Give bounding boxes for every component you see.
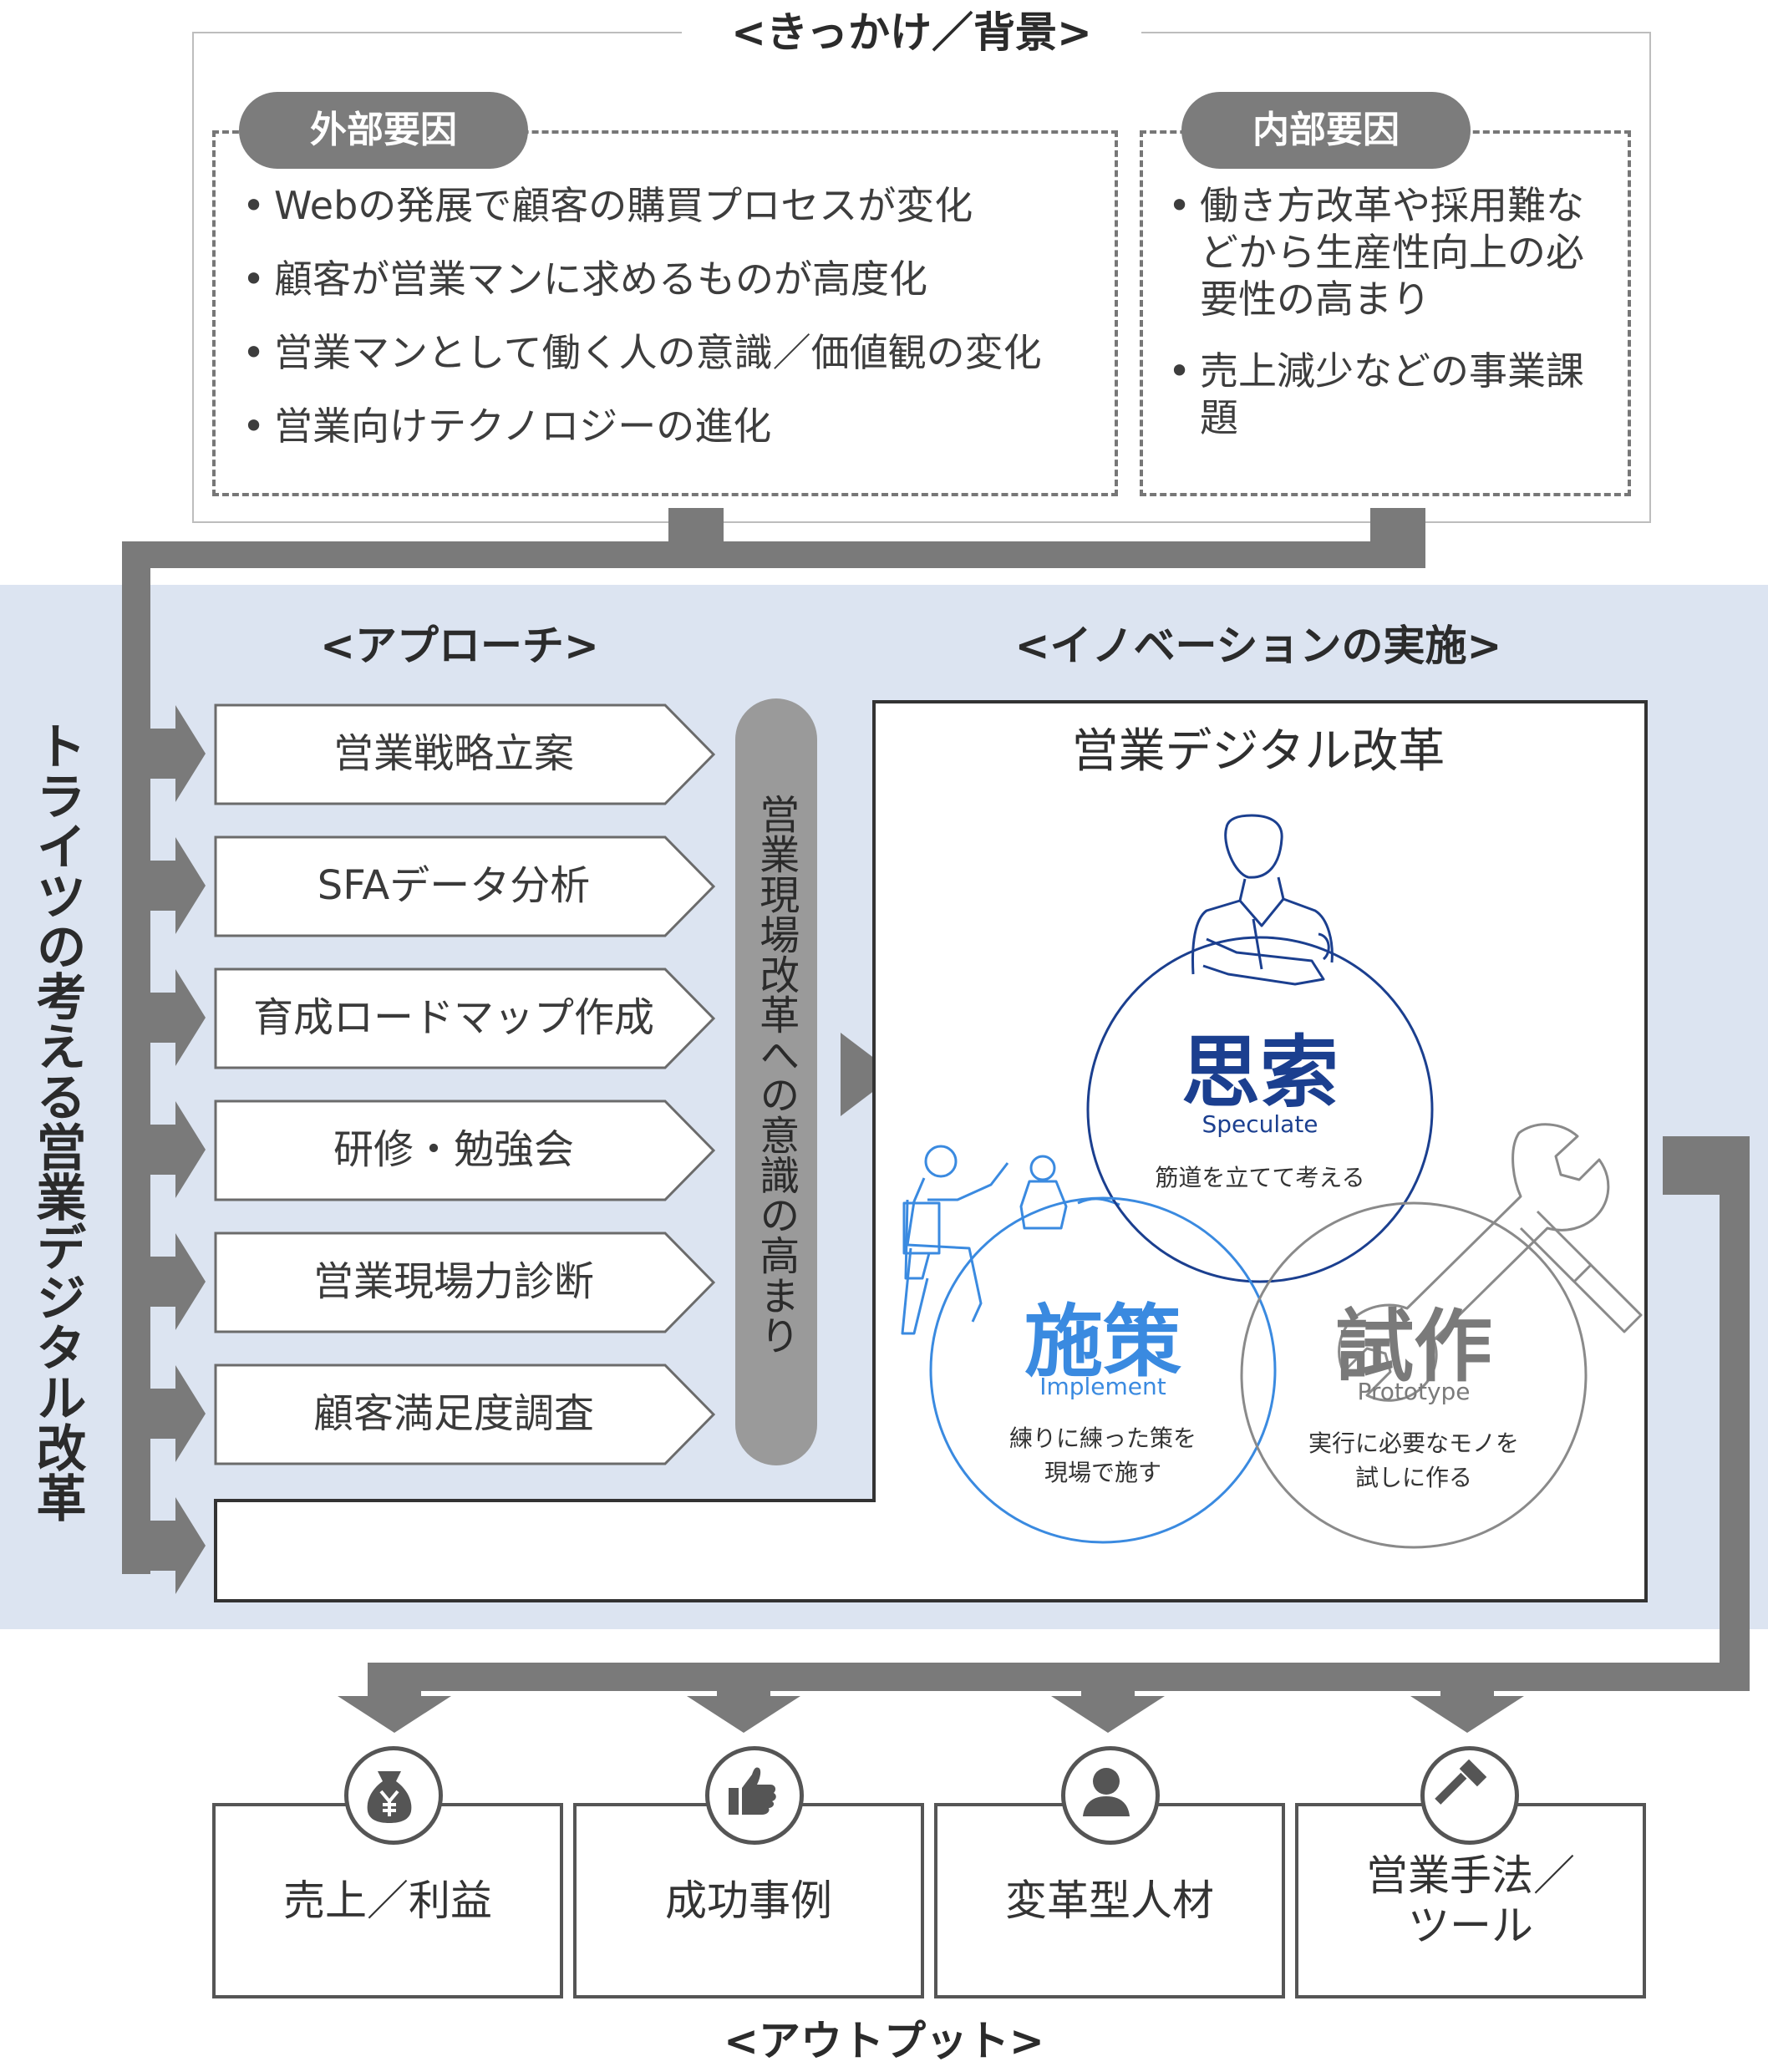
implement-desc: 練りに練った策を 現場で施す bbox=[1008, 1424, 1196, 1486]
arrow-approach-5 bbox=[122, 1233, 206, 1330]
approach-item: 営業現場力診断 bbox=[312, 1258, 594, 1305]
connector-top-bar bbox=[122, 541, 1425, 568]
wrench-icon bbox=[1338, 1123, 1643, 1402]
output-label: 変革型人材 bbox=[1005, 1876, 1214, 1925]
approach-chevron-4 bbox=[214, 1099, 716, 1201]
external-factors-list: •Webの発展で顧客の購買プロセスが変化 •顧客が営業マンに求めるものが高度化 … bbox=[242, 182, 1095, 476]
hammer-icon bbox=[1420, 1746, 1519, 1845]
connector-bottom-bar bbox=[368, 1663, 1750, 1691]
arrow-approach-3 bbox=[122, 969, 206, 1066]
arrow-approach-4 bbox=[122, 1101, 206, 1198]
approach-item: SFAデータ分析 bbox=[317, 862, 591, 909]
person-icon bbox=[1061, 1746, 1160, 1845]
thumbs-up-icon bbox=[705, 1746, 804, 1845]
approach-chevron-5 bbox=[214, 1232, 716, 1333]
arrow-approach-6 bbox=[122, 1365, 206, 1462]
side-title: トライツの考える営業デジタル改革 bbox=[28, 720, 86, 1522]
approach-item: 営業戦略立案 bbox=[333, 730, 574, 777]
background-title-mask bbox=[682, 12, 1141, 53]
internal-factors-label: 内部要因 bbox=[1181, 92, 1471, 169]
output-title: <アウトプット> bbox=[724, 2017, 1044, 2065]
internal-factors-list: •働き方改革や採用難などから生産性向上の必要性の高まり •売上減少などの事業課題 bbox=[1168, 182, 1586, 442]
approach-chevron-6 bbox=[214, 1364, 716, 1465]
innovation-box-title: 営業デジタル改革 bbox=[1071, 724, 1445, 779]
speculate-circle bbox=[1086, 936, 1434, 1283]
output-arrows bbox=[338, 1663, 1524, 1733]
approach-item: 育成ロードマップ作成 bbox=[252, 994, 654, 1041]
approach-chevron-2 bbox=[214, 835, 716, 937]
prototype-en: Prototype bbox=[1357, 1378, 1471, 1405]
external-factors-label: 外部要因 bbox=[239, 92, 528, 169]
output-label: 成功事例 bbox=[665, 1876, 832, 1925]
implement-circle bbox=[929, 1196, 1277, 1544]
arrow-approach-2 bbox=[122, 837, 206, 934]
output-label: 売上／利益 bbox=[283, 1876, 492, 1925]
connector-right-bar bbox=[1720, 1136, 1750, 1688]
speculate-en: Speculate bbox=[1202, 1110, 1318, 1138]
prototype-circle bbox=[1240, 1201, 1588, 1549]
thinking-person-icon bbox=[1191, 814, 1334, 986]
prototype-desc: 実行に必要なモノを 試しに作る bbox=[1308, 1430, 1519, 1491]
list-item: •Webの発展で顧客の購買プロセスが変化 bbox=[242, 183, 973, 228]
approach-chevron-1 bbox=[214, 703, 716, 805]
implement-label: 施策 bbox=[1024, 1297, 1181, 1388]
approach-item: 顧客満足度調査 bbox=[312, 1390, 594, 1437]
list-item: •働き方改革や採用難などから生産性向上の必要性の高まり bbox=[1168, 183, 1584, 322]
list-item: •売上減少などの事業課題 bbox=[1168, 348, 1584, 441]
approach-chevron-3 bbox=[214, 967, 716, 1069]
output-label: 営業手法／ ツール bbox=[1366, 1851, 1575, 1950]
background-title: <きっかけ／背景> bbox=[731, 8, 1092, 57]
list-item: •顧客が営業マンに求めるものが高度化 bbox=[242, 256, 927, 302]
prototype-label: 試作 bbox=[1334, 1302, 1492, 1393]
speculate-desc: 筋道を立てて考える bbox=[1155, 1164, 1365, 1191]
speculate-label: 思索 bbox=[1181, 1028, 1339, 1119]
money-bag-icon bbox=[344, 1746, 443, 1845]
list-item: •営業マンとして働く人の意識／価値観の変化 bbox=[242, 330, 1042, 375]
internal-factors-box bbox=[1140, 130, 1631, 496]
list-item: •営業向けテクノロジーの進化 bbox=[242, 404, 772, 449]
innovation-title: <イノベーションの実施> bbox=[1014, 622, 1502, 670]
implement-en: Implement bbox=[1039, 1373, 1166, 1400]
approach-title: <アプローチ> bbox=[320, 622, 599, 670]
meeting-people-icon bbox=[901, 1145, 1120, 1335]
arrow-approach-1 bbox=[122, 705, 206, 802]
external-factors-box bbox=[212, 130, 1118, 496]
awareness-pill-label: 営業現場改革への意識の高まり bbox=[752, 794, 800, 1355]
approach-item: 研修・勉強会 bbox=[333, 1126, 574, 1173]
awareness-pill bbox=[735, 698, 817, 1465]
arrow-approach-7 bbox=[122, 1497, 206, 1594]
arrow-to-innovation bbox=[841, 1033, 896, 1116]
